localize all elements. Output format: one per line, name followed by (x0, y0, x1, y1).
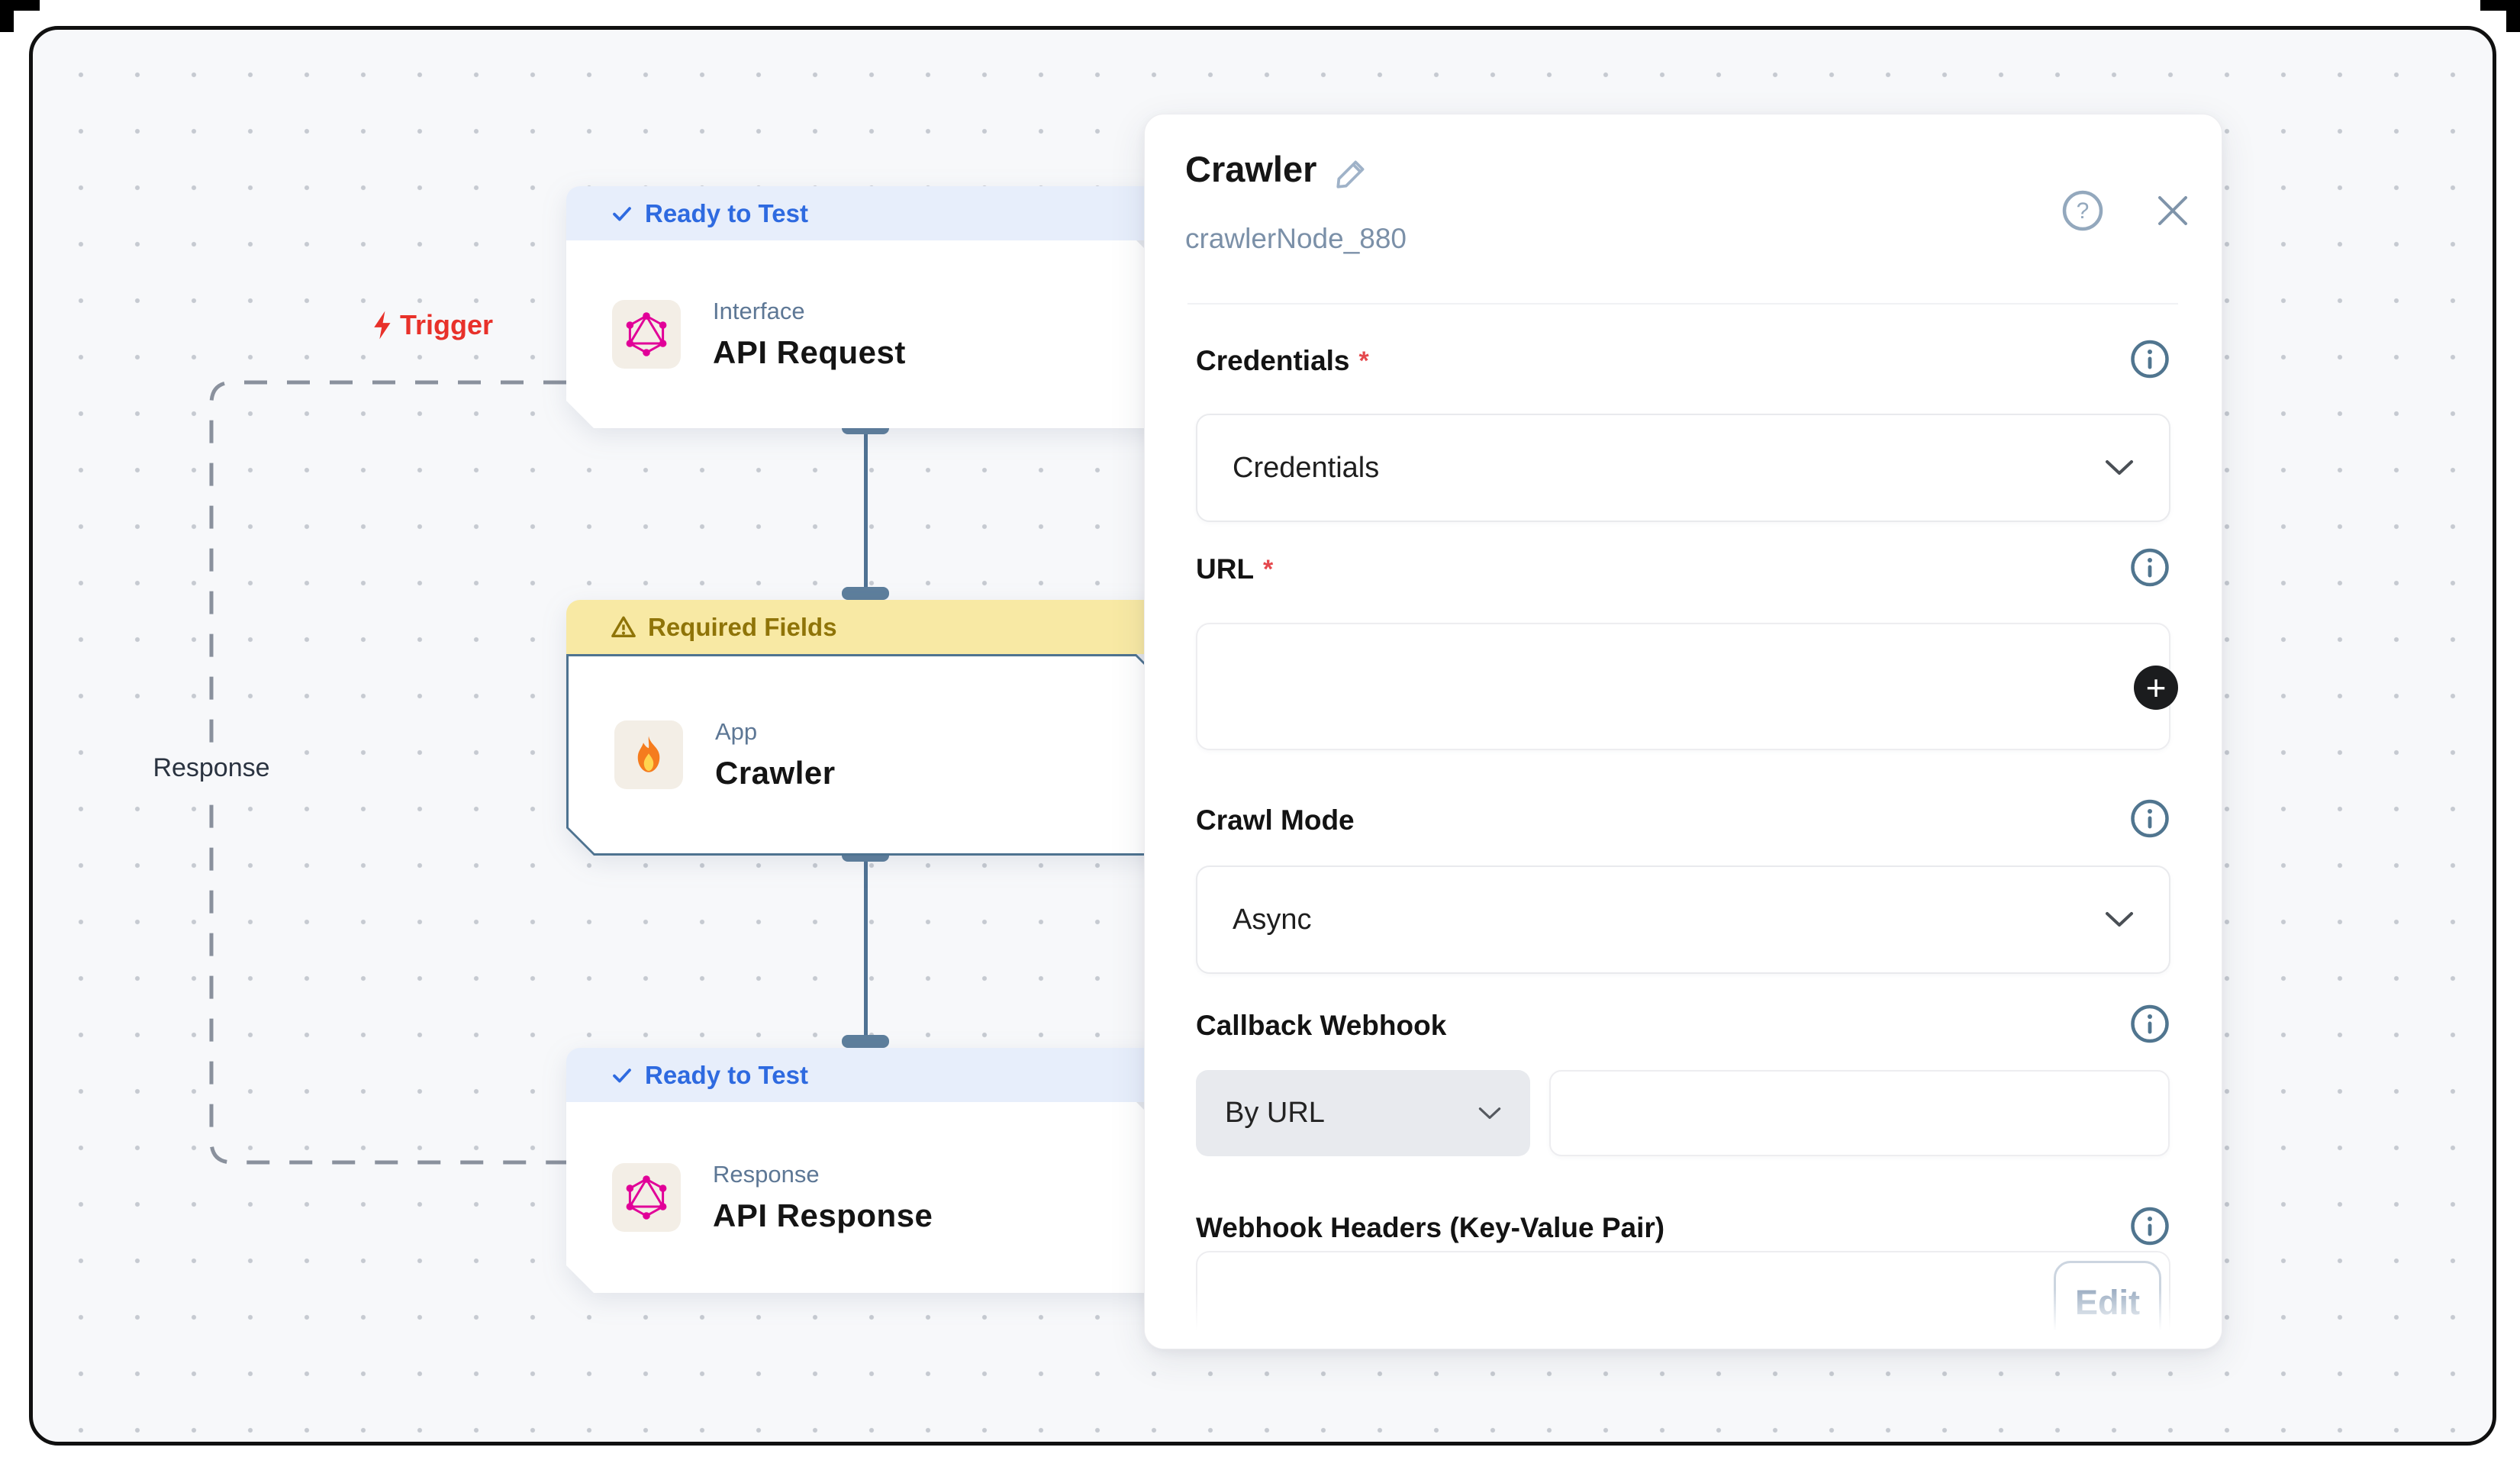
chevron-down-icon (2106, 460, 2133, 475)
node-title: API Request (713, 334, 906, 370)
panel-divider (1187, 303, 2178, 305)
chevron-down-icon (1478, 1107, 1501, 1119)
node-status-badge: Ready to Test (566, 1048, 1164, 1102)
node-category: App (715, 718, 758, 745)
trigger-label: Trigger (371, 309, 493, 341)
credentials-select[interactable]: Credentials (1196, 414, 2170, 522)
callback-webhook-label: Callback Webhook (1196, 1010, 1447, 1041)
node-api-response[interactable]: Ready to Test R (566, 1048, 1164, 1293)
crawl-mode-select[interactable]: Async (1196, 865, 2170, 974)
edge-request-to-crawler (864, 428, 868, 595)
node-title: Crawler (715, 755, 836, 791)
info-icon[interactable] (2129, 1206, 2170, 1251)
node-icon-box (614, 720, 683, 789)
crawl-mode-label: Crawl Mode (1196, 804, 1355, 836)
required-marker: * (1358, 346, 1369, 376)
svg-text:?: ? (2077, 198, 2090, 224)
edge-crawler-to-response (864, 856, 868, 1039)
close-icon (2158, 196, 2187, 225)
url-input[interactable] (1196, 623, 2170, 750)
node-status-badge: Required Fields (566, 600, 1164, 654)
panel-node-id: crawlerNode_880 (1185, 223, 1407, 254)
info-icon[interactable] (2129, 798, 2170, 843)
warning-icon (611, 616, 636, 637)
add-url-variable-button[interactable]: + (2134, 666, 2178, 710)
close-panel-button[interactable] (2151, 189, 2194, 232)
check-icon (613, 1068, 631, 1082)
graphql-icon (624, 311, 669, 357)
fire-icon (627, 733, 670, 776)
panel-title: Crawler (1185, 149, 1317, 189)
plus-icon: + (2145, 668, 2167, 707)
node-status-badge: Ready to Test (566, 186, 1164, 240)
question-circle-icon: ? (2062, 190, 2103, 231)
info-icon[interactable] (2129, 339, 2170, 384)
node-icon-box (612, 1163, 681, 1232)
edit-headers-button[interactable]: Edit (2054, 1261, 2161, 1345)
node-category: Interface (713, 298, 805, 324)
callback-type-select[interactable]: By URL (1196, 1070, 1530, 1156)
response-edge-label: Response (127, 746, 295, 791)
callback-url-input[interactable] (1549, 1070, 2170, 1156)
node-icon-box (612, 300, 681, 369)
chevron-down-icon (2106, 912, 2133, 927)
crop-mark-top-left-b (0, 0, 14, 32)
graphql-icon (624, 1175, 669, 1220)
url-label: URL (1196, 553, 1255, 585)
webhook-headers-label: Webhook Headers (Key-Value Pair) (1196, 1212, 1665, 1243)
crop-mark-top-right-b (2506, 0, 2520, 32)
node-config-panel: Crawler crawlerNode_880 ? Credentials * … (1144, 114, 2222, 1349)
node-api-request[interactable]: Ready to Test I (566, 186, 1164, 428)
lightning-icon (374, 311, 391, 340)
credentials-label: Credentials (1196, 345, 1350, 376)
node-category: Response (713, 1161, 820, 1188)
webhook-headers-editor[interactable] (1196, 1251, 2170, 1349)
required-marker: * (1263, 554, 1274, 584)
help-button[interactable]: ? (2061, 189, 2104, 232)
info-icon[interactable] (2129, 1004, 2170, 1049)
input-handle-crawler[interactable] (842, 587, 889, 600)
node-title: API Response (713, 1197, 933, 1233)
info-icon[interactable] (2129, 547, 2170, 592)
node-crawler[interactable]: Required Fields App Crawler (566, 600, 1164, 856)
input-handle-api-response[interactable] (842, 1035, 889, 1048)
edit-title-icon[interactable] (1333, 154, 1371, 192)
check-icon (613, 206, 631, 221)
